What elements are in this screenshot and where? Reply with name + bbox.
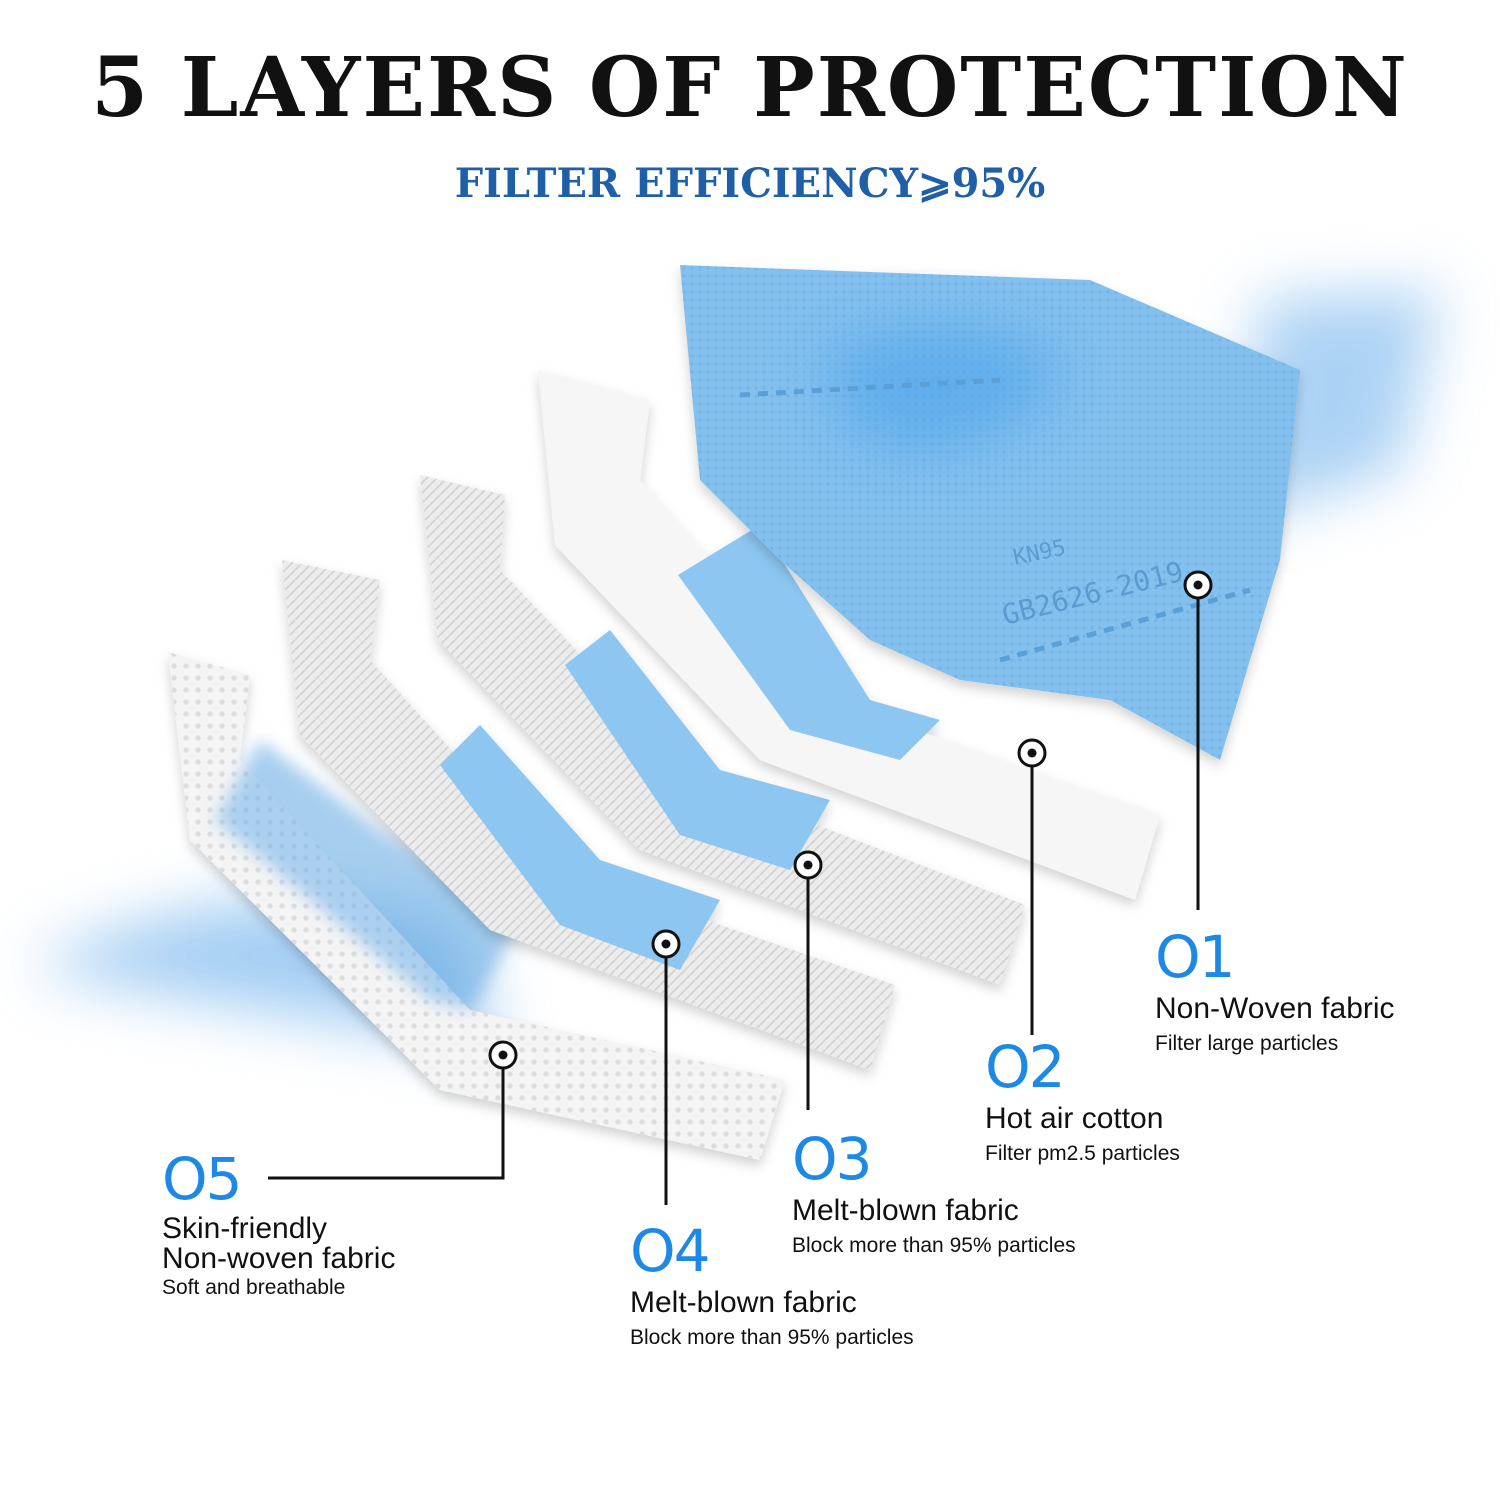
layer-04-name: Melt-blown fabric <box>630 1286 857 1319</box>
leader-line-05 <box>268 1068 505 1180</box>
layer-05-description: Soft and breathable <box>162 1276 346 1299</box>
layer-03-name: Melt-blown fabric <box>792 1194 1019 1227</box>
layer-02-description: Filter pm2.5 particles <box>985 1142 1180 1165</box>
layer-02-name: Hot air cotton <box>985 1102 1164 1135</box>
layer-04-sheet <box>282 560 895 1070</box>
layer-02-sheet <box>538 370 1160 900</box>
marker-05 <box>488 1040 518 1070</box>
layer-04-number: O4 <box>630 1217 711 1285</box>
marker-01 <box>1183 570 1213 600</box>
layer-01-label: O1 Non-Woven fabric Filter large particl… <box>1155 928 1395 1058</box>
layer-02-label: O2 Hot air cotton Filter pm2.5 particles <box>985 1038 1180 1168</box>
marker-04 <box>651 929 681 959</box>
filter-efficiency-subtitle: FILTER EFFICIENCY⩾95% <box>454 160 1046 207</box>
layer-02-number: O2 <box>985 1033 1066 1101</box>
layer-05-sheet <box>168 652 785 1160</box>
layer-05-name-line2: Non-woven fabric <box>162 1242 396 1275</box>
layer-04-label: O4 Melt-blown fabric Block more than 95%… <box>630 1222 914 1352</box>
layer-01-sheet: KN95 GB2626-2019 <box>680 265 1300 760</box>
leader-lines <box>268 598 1200 1205</box>
layer-01-description: Filter large particles <box>1155 1032 1339 1055</box>
layer-04-description: Block more than 95% particles <box>630 1326 914 1349</box>
layer-03-number: O3 <box>792 1125 873 1193</box>
layer-03-sheet <box>420 475 1025 985</box>
layer-03-description: Block more than 95% particles <box>792 1234 1076 1257</box>
layer-01-number: O1 <box>1155 923 1236 991</box>
layer-01-name: Non-Woven fabric <box>1155 992 1395 1025</box>
layer-05-label: O5 Skin-friendly Non-woven fabric Soft a… <box>162 1150 395 1302</box>
layer-03-label: O3 Melt-blown fabric Block more than 95%… <box>792 1130 1076 1260</box>
layer-05-number: O5 <box>162 1145 243 1213</box>
layer-05-name-line1: Skin-friendly <box>162 1212 328 1245</box>
marker-02 <box>1017 738 1047 768</box>
marker-03 <box>793 850 823 880</box>
page-title: 5 LAYERS OF PROTECTION <box>91 40 1409 136</box>
